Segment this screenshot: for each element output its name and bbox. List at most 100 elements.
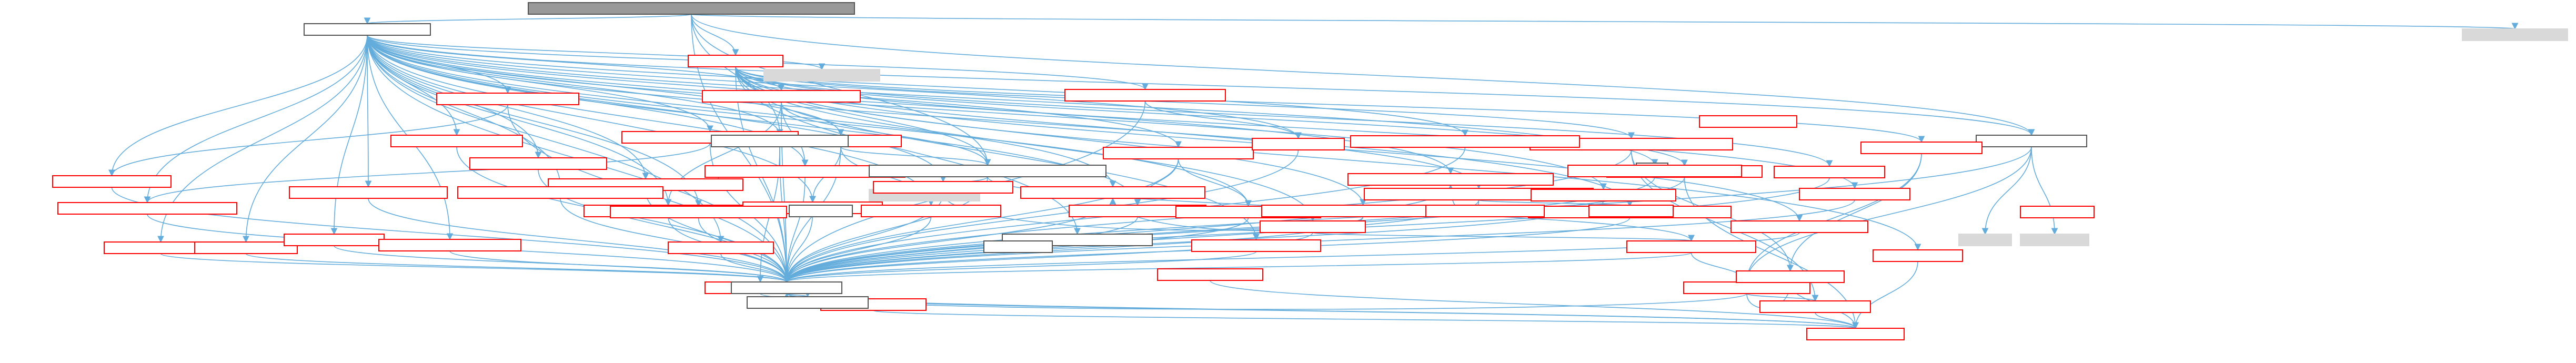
node-box [1567, 165, 1742, 177]
graph-node-b9[interactable] [1103, 147, 1254, 159]
graph-node-sink[interactable] [1806, 328, 1905, 340]
graph-node-f2[interactable] [457, 186, 663, 199]
graph-node-d13[interactable] [1860, 142, 1983, 154]
edge-path [367, 35, 702, 207]
graph-node-b11[interactable] [1958, 234, 2012, 246]
node-box [194, 241, 298, 254]
edge-path [160, 253, 790, 283]
graph-node-h1[interactable] [747, 296, 869, 309]
graph-node-e6[interactable] [610, 206, 787, 218]
edge-path [783, 177, 806, 283]
graph-node-f8[interactable] [1425, 205, 1545, 217]
node-box [2020, 206, 2095, 218]
node-box [1799, 188, 1910, 200]
edge-d13-to-g2 [1787, 153, 1922, 272]
graph-node-d1[interactable] [711, 135, 849, 147]
graph-node-d11[interactable] [1774, 166, 1885, 178]
graph-node-b1[interactable] [763, 69, 880, 82]
node-box [304, 23, 431, 36]
edge-path [144, 143, 711, 204]
edge-e8-to-hub [783, 251, 1257, 283]
edge-g4-to-sink [1210, 280, 1859, 329]
graph-node-root[interactable] [528, 2, 855, 15]
graph-node-c11[interactable] [869, 165, 1106, 177]
edge-path [367, 35, 785, 92]
graph-node-e4[interactable] [378, 239, 521, 251]
edge-path [783, 251, 1257, 283]
graph-node-f3[interactable] [1730, 220, 1868, 233]
edge-a1-to-f1 [365, 35, 372, 188]
graph-node-f6[interactable] [789, 205, 853, 217]
edge-path [367, 35, 672, 206]
graph-node-g1[interactable] [1683, 281, 1810, 294]
graph-node-f4[interactable] [1873, 249, 1963, 262]
graph-node-d14[interactable] [2020, 206, 2095, 218]
edge-e1-to-hub [160, 253, 790, 283]
graph-node-f10[interactable] [1699, 115, 1797, 128]
node-box [1103, 147, 1254, 159]
graph-node-a4[interactable] [2462, 28, 2568, 41]
graph-node-hub[interactable] [731, 281, 842, 294]
graph-node-e9[interactable] [1260, 220, 1366, 233]
graph-node-a3[interactable] [1976, 135, 2087, 147]
graph-node-e8[interactable] [1191, 239, 1321, 252]
edge-b6-to-c2 [144, 143, 711, 204]
graph-node-e2[interactable] [194, 241, 298, 254]
graph-node-a2[interactable] [688, 55, 783, 67]
graph-node-g3[interactable] [1759, 300, 1871, 313]
edge-b9-to-hub [783, 158, 1179, 283]
edge-path [367, 35, 826, 70]
graph-node-b12[interactable] [2020, 234, 2089, 246]
graph-node-d6[interactable] [1020, 186, 1205, 199]
edge-path [735, 66, 1833, 167]
graph-node-e3[interactable] [284, 234, 385, 246]
graph-node-c2[interactable] [57, 202, 237, 215]
graph-node-b2[interactable] [390, 135, 523, 147]
edge-path [560, 198, 790, 283]
graph-node-f1[interactable] [289, 186, 448, 199]
edge-a1-to-d3 [367, 35, 1468, 137]
edge-path [367, 35, 1607, 190]
graph-node-a1[interactable] [304, 23, 431, 36]
node-box [1157, 268, 1263, 281]
edge-path [2031, 146, 2058, 235]
node-box [528, 2, 855, 15]
graph-node-b7[interactable] [702, 90, 861, 103]
graph-node-f7[interactable] [983, 240, 1053, 253]
graph-node-d2[interactable] [1252, 138, 1345, 150]
graph-node-d7[interactable] [1347, 173, 1554, 186]
edge-a2-to-d13 [735, 66, 1925, 143]
graph-node-c6[interactable] [861, 205, 1001, 217]
node-box [436, 93, 579, 105]
graph-node-c1[interactable] [52, 175, 172, 188]
graph-node-g2[interactable] [1736, 270, 1845, 283]
node-box [702, 90, 861, 103]
edge-path [1981, 146, 2032, 235]
graph-node-f5[interactable] [1626, 240, 1756, 253]
edge-a1-to-c8 [367, 35, 1252, 207]
graph-node-d9[interactable] [1531, 189, 1676, 201]
graph-node-b5[interactable] [1064, 89, 1226, 102]
edge-path [783, 252, 1692, 283]
node-box [873, 181, 1013, 194]
edge-path [364, 14, 692, 25]
graph-node-g4[interactable] [1157, 268, 1263, 281]
graph-node-d5[interactable] [873, 181, 1013, 194]
edge-f4-to-sink [1852, 261, 1918, 329]
edge-d13-to-g1 [1743, 153, 1922, 283]
graph-node-d10[interactable] [1567, 165, 1742, 177]
edge-path [1743, 153, 1922, 283]
node-box [52, 175, 172, 188]
edge-a1-to-b1 [367, 35, 826, 70]
graph-node-b3[interactable] [469, 157, 607, 170]
edge-d2-to-hub [783, 149, 1299, 283]
edge-path [367, 35, 649, 180]
graph-node-b4[interactable] [436, 93, 579, 105]
graph-node-d12[interactable] [1799, 188, 1910, 200]
edge-a1-to-a3 [367, 35, 2035, 136]
graph-node-d3[interactable] [1350, 135, 1580, 148]
graph-node-e7[interactable] [668, 241, 774, 254]
graph-node-f9[interactable] [1588, 205, 1674, 217]
edge-path [691, 14, 2035, 136]
edge-path [783, 158, 1179, 283]
